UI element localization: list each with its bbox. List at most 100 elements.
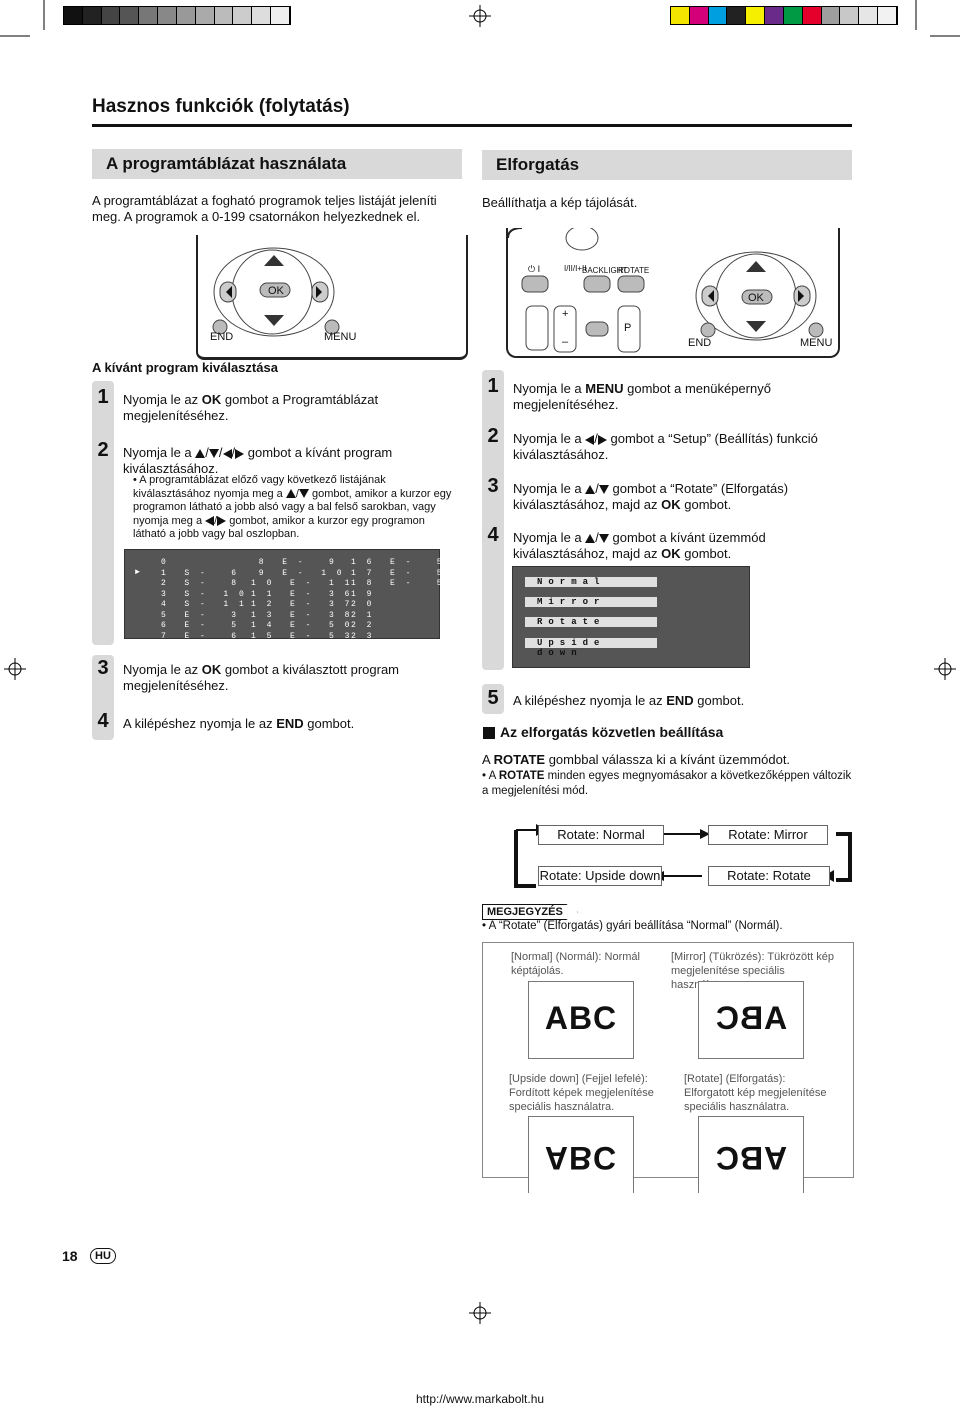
power-label: ⏻ I — [528, 264, 541, 274]
down-arrow-icon — [598, 534, 609, 544]
program-table-screen: ► 0 1 S - 6 2 S - 8 3 S - 1 0 4 S - 1 1 … — [124, 549, 457, 641]
right-arrow-icon — [597, 434, 607, 445]
step-text: Nyomja le a / gombot a kívánt üzemmód ki… — [513, 530, 766, 561]
swatch — [689, 7, 709, 24]
swatch — [802, 7, 822, 24]
swatch — [195, 7, 215, 24]
step-strip — [482, 684, 504, 714]
bullet-text: • A programtáblázat előző vagy következő… — [133, 474, 452, 540]
cycle-box-rotate: Rotate: Rotate — [708, 866, 830, 886]
subheading-direct-rotate: Az elforgatás közvetlen beállítása — [500, 724, 724, 740]
program-column: 8 E - 9 9 E - 1 0 1 0 E - 1 1 1 1 E - 3 … — [251, 558, 353, 641]
down-arrow-icon — [208, 449, 219, 459]
up-arrow-icon — [285, 489, 296, 499]
swatch — [101, 7, 121, 24]
menu-item-mirror: Mirror — [525, 597, 657, 607]
up-arrow-icon — [195, 449, 206, 459]
backlight-label: BACKLIGHT — [582, 266, 628, 275]
abc-mirror: ABC — [714, 1000, 788, 1036]
footer-url[interactable]: http://www.markabolt.hu — [416, 1392, 545, 1406]
ok-button-label: OK — [748, 292, 764, 304]
swatch — [252, 7, 272, 24]
mode-caption-upside-down: [Upside down] (Fejjel lefelé): Fordított… — [509, 1073, 654, 1113]
left-arrow-icon — [585, 434, 595, 445]
swatch — [765, 7, 784, 24]
mode-caption-rotate: [Rotate] (Elforgatás): Elforgatott kép m… — [684, 1073, 827, 1113]
section-title: A programtáblázat használata — [106, 154, 347, 173]
step-text: Nyomja le a MENU gombot a menüképernyő m… — [513, 381, 771, 412]
rotate-label: ROTATE — [618, 266, 650, 275]
swatch — [859, 7, 879, 24]
audio-label: I/II/I+II — [564, 264, 587, 273]
subheading-select-program: A kívánt program kiválasztása — [92, 360, 278, 375]
step-text: Nyomja le a /// gombot a kívánt program … — [123, 445, 393, 476]
modes-panel — [482, 942, 854, 1178]
menu-button-label: MENU — [800, 337, 833, 349]
cycle-box-upside-down: Rotate: Upside down — [538, 866, 662, 886]
section-bar-rotate: Elforgatás — [482, 150, 852, 180]
cursor-icon: ► — [135, 568, 140, 577]
end-button-label: END — [210, 331, 234, 343]
swatch — [233, 7, 253, 24]
left-arrow-icon — [222, 448, 232, 459]
step-text: A kilépéshez nyomja le az END gombot. — [123, 716, 355, 731]
swatch — [82, 7, 102, 24]
swatch — [727, 7, 747, 24]
rotate-menu-screen: Normal Mirror Rotate Upside down — [512, 566, 750, 668]
page-number: 18 — [62, 1248, 78, 1264]
step-strip — [92, 381, 114, 645]
swatch — [271, 7, 290, 24]
step-number: 4 — [487, 524, 499, 546]
step-number: 3 — [487, 475, 499, 497]
menu-item-normal: Normal — [525, 577, 657, 587]
mode-caption-normal: [Normal] (Normál): Normál képtájolás. — [511, 951, 640, 977]
remote-illustration: OK END MENU — [196, 235, 468, 360]
swatch — [214, 7, 234, 24]
registration-mark-icon — [934, 658, 956, 680]
note-text: • A “Rotate” (Elforgatás) gyári beállítá… — [482, 920, 783, 932]
section-title: Elforgatás — [496, 155, 580, 174]
rotate-bullet: • A ROTATE minden egyes megnyomásakor a … — [482, 770, 852, 797]
step-number: 2 — [487, 425, 499, 447]
mode-frame-mirror: ABC — [698, 981, 804, 1059]
menu-item-upside-down: Upside down — [525, 638, 657, 658]
intro-text: A programtáblázat a fogható programok te… — [92, 193, 437, 224]
step-strip — [482, 370, 504, 670]
cycle-box-mirror: Rotate: Mirror — [708, 825, 828, 845]
note-label: MEGJEGYZÉS — [482, 904, 578, 920]
abc-upside-down: ABC — [544, 1140, 618, 1176]
swatch — [671, 7, 690, 24]
swatch — [746, 7, 766, 24]
color-bar — [670, 6, 898, 25]
section-bar-program-table: A programtáblázat használata — [92, 149, 462, 179]
grayscale-bar — [63, 6, 291, 25]
end-button-label: END — [688, 337, 712, 349]
swatch — [158, 7, 177, 24]
p-label: P — [624, 322, 632, 334]
step-number: 5 — [487, 687, 499, 709]
step-text: Nyomja le az OK gombot a kiválasztott pr… — [123, 662, 399, 693]
right-arrow-icon — [235, 448, 245, 459]
step-text: Nyomja le a / gombot a “Rotate” (Elforga… — [513, 481, 789, 512]
menu-button-label: MENU — [324, 331, 357, 343]
step-strip — [92, 655, 114, 740]
step-text: Nyomja le az OK gombot a Programtáblázat… — [123, 392, 379, 423]
registration-mark-icon — [469, 1302, 491, 1324]
step-text: Nyomja le a / gombot a “Setup” (Beállítá… — [513, 431, 818, 462]
step-number: 2 — [97, 439, 109, 461]
title-rule — [92, 124, 852, 127]
step-number: 3 — [97, 657, 109, 679]
page-title: Hasznos funkciók (folytatás) — [92, 96, 350, 117]
rotate-line: A ROTATE gombbal válassza ki a kívánt üz… — [482, 752, 791, 767]
swatch — [878, 7, 897, 24]
square-bullet-icon — [483, 727, 495, 739]
swatch — [64, 7, 83, 24]
ok-button-label: OK — [268, 285, 284, 297]
step-number: 1 — [97, 386, 109, 408]
abc-normal: ABC — [544, 1000, 618, 1036]
registration-mark-icon — [469, 5, 491, 27]
program-column: 1 6 E - 5 4 1 7 E - 5 6 1 8 E - 5 7 1 9 … — [351, 558, 461, 641]
program-column: 0 1 S - 6 2 S - 8 3 S - 1 0 4 S - 1 1 5 … — [161, 558, 247, 641]
swatch — [783, 7, 803, 24]
language-badge: HU — [90, 1248, 116, 1264]
